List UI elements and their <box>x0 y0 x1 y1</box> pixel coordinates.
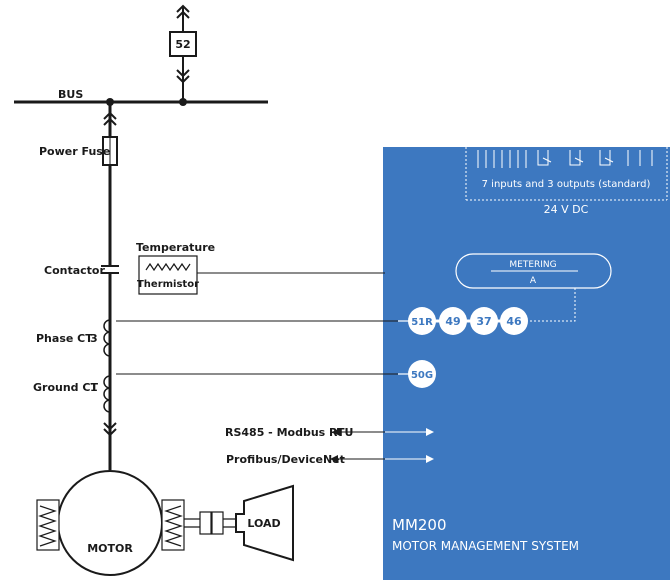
function-49: 49 <box>445 315 460 328</box>
feeder-arrows-top <box>103 111 117 126</box>
ground-ct-label: Ground CT <box>33 381 98 394</box>
shaft-coupling <box>184 511 236 535</box>
breaker-label: 52 <box>175 38 190 51</box>
contactor-label: Contactor <box>44 264 105 277</box>
power-fuse-label: Power Fuse <box>39 145 110 158</box>
metering-link <box>528 288 576 322</box>
function-46: 46 <box>506 315 522 328</box>
io-text: 7 inputs and 3 outputs (standard) <box>482 179 651 190</box>
metering-value: A <box>530 276 537 286</box>
function-51r: 51R <box>411 317 433 328</box>
bus-label: BUS <box>58 88 83 101</box>
thermistor-box <box>138 255 198 295</box>
phase-ct-coil <box>103 319 111 357</box>
temperature-label: Temperature <box>136 241 215 254</box>
thermistor-label: Thermistor <box>137 279 199 290</box>
rs485-arrow <box>332 428 434 436</box>
product-name: MM200 <box>392 516 447 534</box>
phase-ct-label: Phase CT <box>36 332 93 345</box>
io-terminals <box>465 147 668 201</box>
phase-ct-count: 3 <box>90 332 98 345</box>
breaker-52 <box>169 4 197 102</box>
load-shape <box>235 484 294 562</box>
ground-ct-coil <box>103 375 111 413</box>
motor-mount-left <box>36 499 60 551</box>
function-circles <box>408 307 528 388</box>
ground-ct-count: 1 <box>90 381 98 394</box>
product-desc: MOTOR MANAGEMENT SYSTEM <box>392 539 579 553</box>
dc-text: 24 V DC <box>544 203 589 216</box>
metering-box <box>455 253 612 289</box>
motor-label: MOTOR <box>87 542 133 555</box>
motor-mount-right <box>161 499 185 551</box>
function-37: 37 <box>476 315 491 328</box>
rs485-label: RS485 - Modbus RTU <box>225 426 353 439</box>
profibus-label: Profibus/DeviceNet <box>226 453 345 466</box>
profibus-arrow <box>330 455 434 463</box>
load-label: LOAD <box>247 517 280 530</box>
motor-circle <box>57 470 163 576</box>
bus-node-breaker <box>179 98 187 106</box>
feeder-arrows-bottom <box>103 422 117 437</box>
thermistor-zigzag <box>145 262 191 272</box>
function-50g: 50G <box>411 370 433 381</box>
metering-title: METERING <box>509 260 556 270</box>
